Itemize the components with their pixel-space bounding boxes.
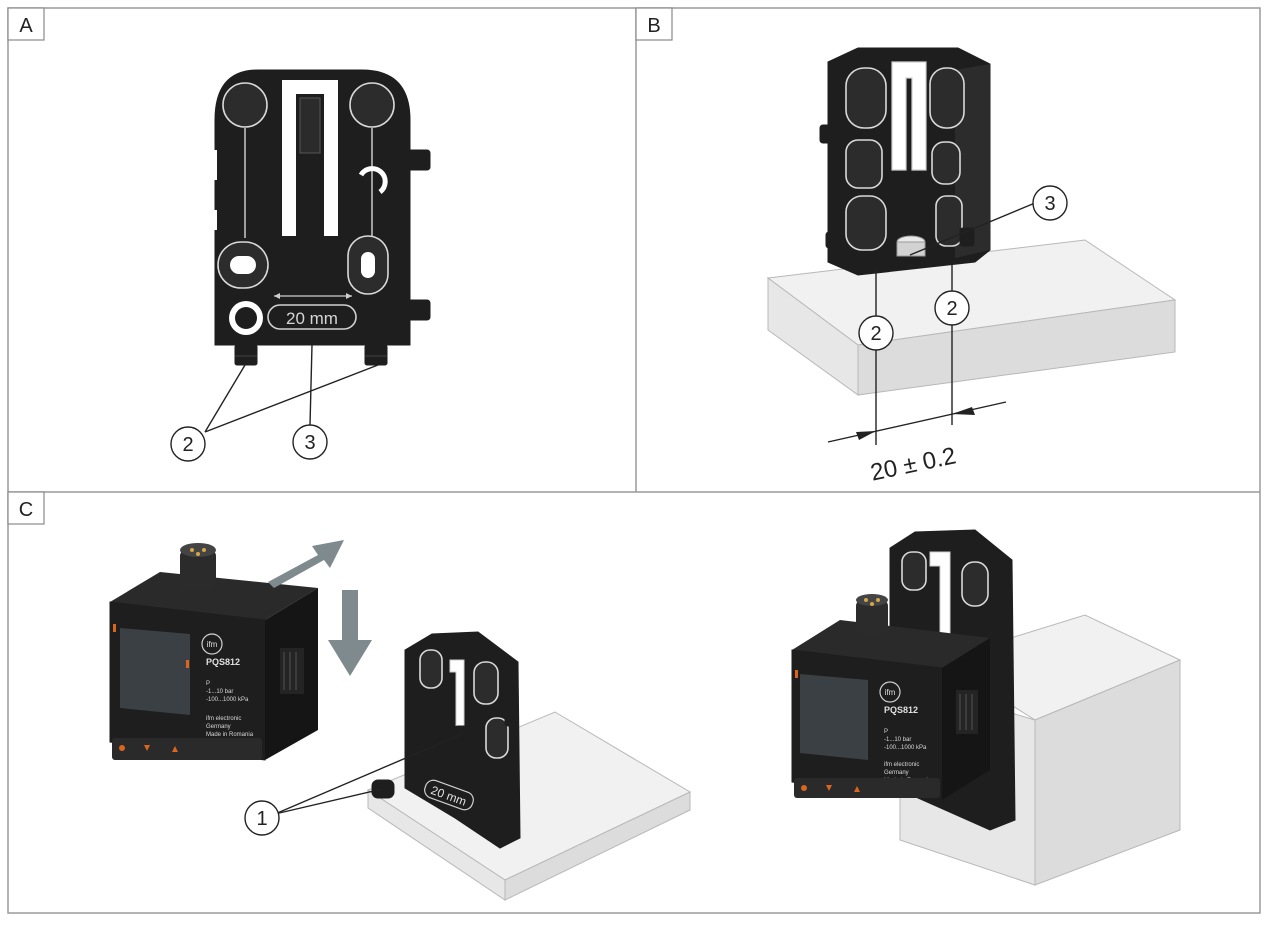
svg-text:-1...10 bar: -1...10 bar	[884, 737, 911, 743]
block-c-front	[367, 789, 506, 901]
svg-text:P: P	[206, 681, 210, 687]
svg-text:ifm electronic: ifm electronic	[884, 762, 919, 768]
svg-text:P: P	[884, 729, 888, 735]
key-up-icon	[172, 746, 178, 752]
block-side	[857, 299, 1176, 396]
dimension-text: 20 ± 0.2	[868, 442, 958, 486]
panel-c-callouts: 1	[244, 733, 463, 836]
panel-letter-c: C	[19, 499, 33, 521]
callout-c-1	[244, 800, 280, 836]
sensor-display	[120, 628, 190, 715]
sensor-assembled-model: PQS812	[884, 705, 918, 715]
bottom-pin-right	[364, 344, 388, 366]
panel-label-a: A	[7, 7, 45, 41]
arrow-down-icon	[328, 590, 372, 676]
engraving-frame	[267, 304, 357, 330]
panel-b-callouts: 3 2 2 20 ± 0.2	[827, 185, 1068, 487]
svg-text:-1...10 bar: -1...10 bar	[206, 689, 233, 695]
right-oval-inner	[361, 252, 375, 278]
top-right-hole	[349, 82, 395, 128]
dimension-line	[827, 401, 1007, 443]
svg-text:3: 3	[304, 432, 315, 454]
notch-left-lower	[209, 210, 217, 230]
clip-ring	[358, 166, 388, 194]
left-oval-inner	[230, 256, 256, 274]
panel-letter-a: A	[19, 15, 33, 37]
callout-b-3	[1032, 185, 1068, 221]
notch-left-upper	[209, 150, 217, 180]
connector	[180, 550, 216, 590]
brand-logo-icon	[201, 633, 223, 655]
panel-c-assembled: ifm PQS812 P -1...10 bar -100...1000 kPa…	[791, 529, 1182, 886]
bottom-left-ring-inner	[235, 307, 257, 329]
movement-arrows	[268, 540, 372, 676]
u-slot	[282, 80, 338, 236]
svg-text:-100...1000 kPa: -100...1000 kPa	[206, 697, 249, 703]
svg-text:Germany: Germany	[884, 770, 909, 776]
arrow-slide-icon	[268, 540, 344, 588]
sensor-assembled-display	[800, 674, 868, 760]
svg-text:2: 2	[870, 323, 881, 345]
key-enter-icon	[119, 745, 125, 751]
top-left-hole	[222, 82, 268, 128]
side-pin-lower	[407, 299, 431, 321]
side-pin-upper	[407, 149, 431, 171]
callout-a-3	[292, 424, 328, 460]
svg-text:-100...1000 kPa: -100...1000 kPa	[884, 745, 927, 751]
svg-text:2: 2	[946, 298, 957, 320]
bottom-pin-left	[234, 344, 258, 366]
svg-text:1: 1	[256, 808, 267, 830]
svg-text:Germany: Germany	[206, 724, 231, 730]
panel-b-assembly	[766, 47, 1177, 396]
panel-label-c: C	[7, 491, 45, 525]
svg-text:ifm: ifm	[207, 640, 218, 649]
sensor-model: PQS812	[206, 657, 240, 667]
svg-text:Made in Romania: Made in Romania	[206, 732, 254, 738]
panel-c-sensor-detached: ifm PQS812 P -1...10 bar -100...1000 kPa…	[109, 543, 318, 761]
svg-text:3: 3	[1044, 193, 1055, 215]
callout-a-2	[170, 426, 206, 462]
engraving-20mm: 20 mm	[286, 309, 338, 328]
svg-text:ifm electronic: ifm electronic	[206, 716, 241, 722]
svg-text:ifm: ifm	[885, 688, 896, 697]
panel-a-bracket: 20 mm	[209, 69, 431, 366]
svg-text:2: 2	[182, 434, 193, 456]
outer-frame	[7, 7, 1261, 914]
panel-frames	[7, 7, 1261, 914]
panel-c-bracket-on-block: 20 mm	[366, 631, 692, 901]
brand-logo-assembled-icon	[879, 681, 901, 703]
connector-assembled	[856, 600, 888, 636]
panel-a-callouts: 2 3	[170, 344, 379, 462]
key-down-icon	[144, 745, 150, 751]
panel-label-b: B	[635, 7, 673, 41]
panel-letter-b: B	[647, 15, 660, 37]
u-slot-recess	[299, 97, 321, 154]
